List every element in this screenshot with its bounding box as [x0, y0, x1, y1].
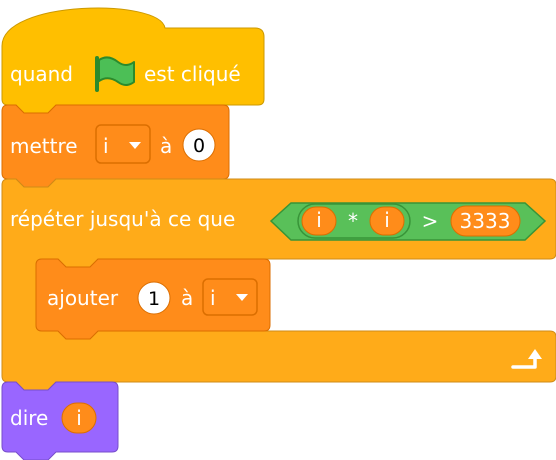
greater-than-operator[interactable]: i * i > 3333: [269, 202, 547, 241]
when-flag-clicked-block[interactable]: quand est cliqué: [1, 7, 265, 114]
variable-dropdown-value: i: [103, 134, 109, 158]
say-block-shape: [1, 381, 119, 460]
change-variable-dropdown[interactable]: i: [202, 278, 258, 316]
repeat-until-block[interactable]: répéter jusqu'à ce que i * i > 3333: [1, 178, 556, 391]
loop-arrow-icon: [511, 349, 542, 369]
dropdown-arrow-icon: [236, 294, 248, 301]
change-label: ajouter: [47, 286, 119, 310]
multiply-symbol: *: [348, 209, 358, 233]
compare-value-input[interactable]: 3333: [450, 205, 521, 237]
hat-block-shape: [1, 7, 265, 114]
repeat-until-label: répéter jusqu'à ce que: [10, 207, 235, 231]
set-to-label: à: [160, 134, 172, 158]
greater-than-symbol: >: [422, 209, 439, 233]
right-variable-reporter-i[interactable]: i: [369, 206, 405, 236]
hat-text-after: est cliqué: [144, 62, 241, 86]
compare-value-text: 3333: [460, 209, 511, 233]
say-variable-name: i: [76, 406, 82, 430]
hat-text-before: quand: [10, 62, 73, 86]
change-value-input[interactable]: 1: [137, 281, 171, 315]
variable-dropdown[interactable]: i: [95, 124, 151, 164]
left-variable-reporter-i[interactable]: i: [301, 206, 337, 236]
right-variable-name: i: [384, 208, 390, 232]
multiply-operator[interactable]: i * i: [297, 203, 411, 239]
change-value-text: 1: [148, 288, 160, 310]
say-label: dire: [10, 406, 48, 430]
change-variable-block[interactable]: ajouter 1 à i: [35, 258, 271, 340]
set-label: mettre: [10, 134, 78, 158]
set-variable-block[interactable]: mettre i à 0: [1, 104, 230, 188]
say-block[interactable]: dire i: [1, 381, 119, 460]
dropdown-arrow-icon: [129, 142, 141, 149]
green-flag-icon: [95, 56, 135, 92]
set-value-text: 0: [193, 135, 205, 157]
say-variable-reporter-i[interactable]: i: [61, 402, 97, 434]
left-variable-name: i: [316, 208, 322, 232]
change-to-label: à: [181, 286, 193, 310]
change-variable-dropdown-value: i: [210, 286, 216, 310]
set-value-input[interactable]: 0: [182, 128, 216, 162]
